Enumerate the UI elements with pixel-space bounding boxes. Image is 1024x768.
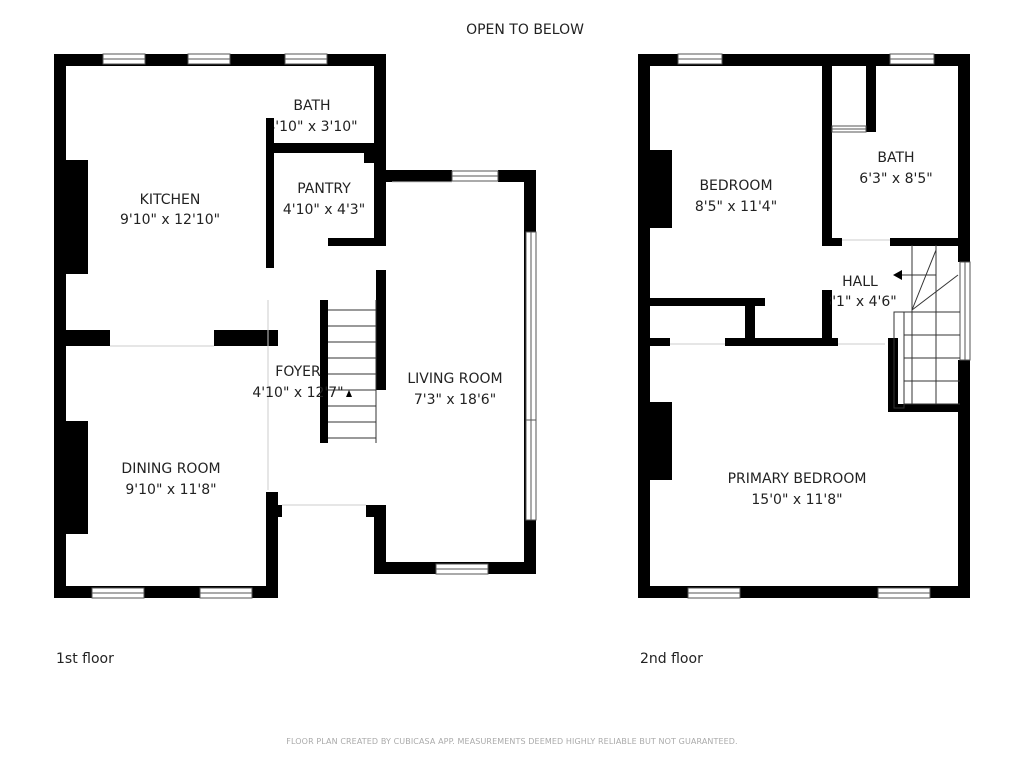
stair-line (911, 249, 937, 311)
walls (54, 54, 970, 598)
wall (888, 338, 898, 412)
wall (66, 330, 110, 346)
room-size-dining-room: 9'10" x 11'8" (125, 482, 216, 498)
floor-label-2nd: 2nd floor (640, 651, 703, 667)
wall (328, 238, 386, 246)
room-size-bath-2: 6'3" x 8'5" (859, 171, 932, 187)
room-size-bath-1: 4'10" x 3'10" (266, 119, 357, 135)
stair-line (911, 274, 959, 311)
room-size-primary-bedroom: 15'0" x 11'8" (751, 492, 842, 508)
wall (374, 505, 386, 574)
room-size-hall: 3'1" x 4'6" (823, 294, 896, 310)
room-size-pantry: 4'10" x 4'3" (283, 202, 365, 218)
details (91, 53, 971, 599)
wall (822, 238, 842, 246)
room-name-bedroom: BEDROOM (699, 178, 772, 194)
first-floor-labels: KITCHEN 9'10" x 12'10" BATH 4'10" x 3'10… (120, 98, 503, 498)
wall (66, 421, 88, 534)
wall (376, 270, 386, 390)
room-name-primary-bedroom: PRIMARY BEDROOM (728, 471, 867, 487)
wall (374, 150, 386, 246)
wall (498, 170, 536, 182)
wall (214, 330, 278, 346)
room-name-kitchen: KITCHEN (140, 192, 201, 208)
second-floor-labels: BEDROOM 8'5" x 11'4" BATH 6'3" x 8'5" HA… (695, 150, 933, 508)
room-name-living-room: LIVING ROOM (407, 371, 502, 387)
room-size-kitchen: 9'10" x 12'10" (120, 212, 220, 228)
wall (890, 238, 970, 246)
disclaimer: FLOOR PLAN CREATED BY CUBICASA APP. MEAS… (286, 737, 738, 746)
room-size-living-room: 7'3" x 18'6" (414, 392, 496, 408)
room-name-hall: HALL (842, 274, 878, 290)
wall (266, 118, 274, 268)
room-name-pantry: PANTRY (297, 181, 351, 197)
wall (866, 66, 876, 132)
room-name-bath-2: BATH (877, 150, 914, 166)
wall (650, 402, 672, 480)
wall (725, 338, 838, 346)
wall (266, 505, 282, 517)
room-size-bedroom: 8'5" x 11'4" (695, 199, 777, 215)
handrail (893, 311, 905, 409)
stair-arrow-icon (893, 270, 902, 280)
wall (650, 150, 672, 228)
wall (266, 492, 278, 598)
wall (374, 54, 386, 150)
wall (958, 360, 970, 598)
room-name-bath-1: BATH (293, 98, 330, 114)
wall (822, 290, 832, 345)
wall (888, 404, 970, 412)
room-size-foyer: 4'10" x 12'7" (252, 385, 343, 401)
stair-arrow-icon (346, 390, 352, 397)
overlay-walls (266, 118, 830, 308)
wall (958, 54, 970, 262)
wall (266, 118, 274, 148)
wall (745, 298, 755, 340)
room-name-dining-room: DINING ROOM (121, 461, 220, 477)
wall (386, 170, 452, 182)
room-name-foyer: FOYER (275, 364, 321, 380)
wall (66, 160, 88, 274)
wall (650, 338, 670, 346)
wall (320, 300, 328, 443)
wall (822, 290, 830, 308)
wall (54, 54, 66, 598)
floor-label-1st: 1st floor (56, 651, 114, 667)
open-to-below-note: OPEN TO BELOW (466, 22, 584, 38)
wall (822, 54, 832, 245)
wall (638, 54, 650, 598)
wall (650, 298, 765, 306)
wall (270, 143, 380, 153)
